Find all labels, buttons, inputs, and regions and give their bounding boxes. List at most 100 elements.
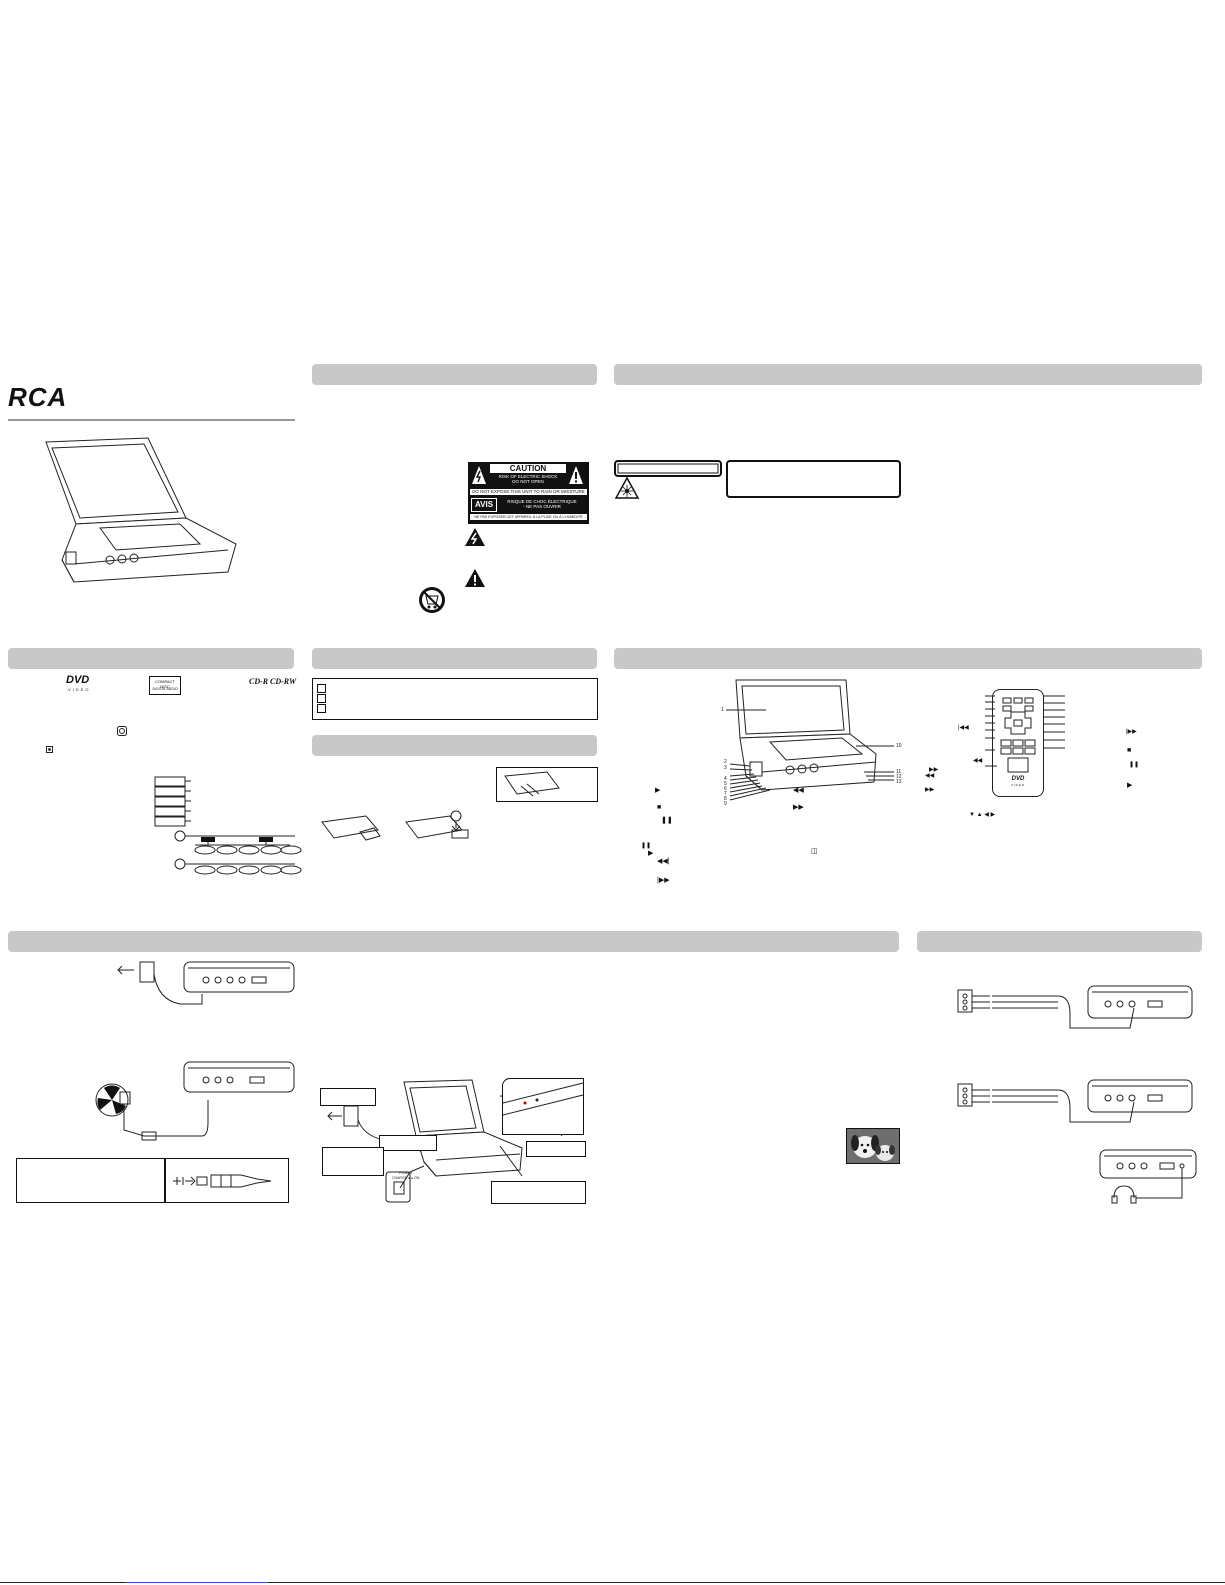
section-header-discs (8, 648, 294, 669)
laser-warning-box (726, 460, 901, 498)
logo-divider (8, 419, 295, 421)
callout-2: 2 (724, 759, 727, 765)
callout-1: 1 (721, 707, 724, 713)
remote-dvd-logo-sub: VIDEO (1010, 783, 1026, 787)
note-callout-box (491, 1181, 586, 1204)
bottom-rule (0, 1582, 1225, 1583)
remote-dvd-logo: DVD (1011, 776, 1025, 782)
play-icon-2: ▶ (648, 850, 654, 857)
charge-callout-box (526, 1141, 586, 1157)
callout-9: 9 (724, 801, 727, 807)
checkbox-2 (317, 694, 326, 703)
callout-5: 5 (724, 781, 727, 787)
forward-icon-remote: ▶▶ (929, 767, 939, 773)
led-callout-box (379, 1135, 437, 1151)
car-plug-icon (173, 1174, 272, 1188)
switch-callout-box (322, 1147, 384, 1176)
caution-line-1: RISK OF ELECTRIC SHOCK (498, 474, 558, 479)
callout-3: 3 (724, 765, 727, 771)
stop-icon: ■ (657, 804, 662, 811)
forward-icon: ▶▶ (793, 804, 804, 811)
warning-triangle-icon (465, 569, 485, 587)
lightning-triangle-icon (465, 528, 485, 546)
callout-10: 10 (896, 743, 902, 749)
lightning-triangle-icon (471, 465, 487, 485)
rewind-icon-remote: ◀◀ (973, 758, 983, 764)
player-controls-diagram (726, 679, 894, 801)
dvd-logo-sub: VIDEO (68, 687, 91, 692)
next-icon-remote: |▶▶ (1126, 729, 1137, 735)
laser-class-label (614, 460, 722, 477)
charging-diagram (327, 1079, 563, 1203)
caution-title: CAUTION (490, 464, 566, 473)
warning-triangle-icon (568, 465, 584, 485)
checkbox-3 (317, 704, 326, 713)
checkbox-1 (317, 684, 326, 693)
pause-icon-remote: ❚❚ (1129, 762, 1140, 768)
callout-6: 6 (724, 786, 727, 792)
no-cart-icon (419, 587, 445, 613)
arrow-keys-icon: ▼ ▲ ◀ ▶ (969, 812, 996, 818)
disc-format-icons (154, 776, 302, 875)
caution-label: CAUTION RISK OF ELECTRIC SHOCK DO NOT OP… (468, 462, 589, 524)
section-header-remote-battery (312, 735, 597, 756)
dvd-logo: DVD (66, 674, 90, 686)
dog-photo (846, 1128, 900, 1164)
caution-line-2: DO NOT OPEN (512, 479, 544, 484)
battery-illustration-box (496, 767, 598, 802)
callout-11: 11 (896, 769, 902, 775)
play-icon-remote: ▶ (1127, 782, 1133, 789)
prev-icon: ◀◀| (657, 858, 670, 865)
bottom-link-underline (126, 1582, 268, 1583)
remote-callout-lines (985, 695, 1065, 767)
pause-icon-2: ❚❚ (641, 843, 652, 849)
region-small-icon (46, 746, 53, 753)
avis-line-1: RISQUE DE CHOC ÉLECTRIQUE (507, 499, 577, 504)
rewind-icon: ◀◀ (793, 787, 804, 794)
callout-8: 8 (724, 796, 727, 802)
remote-battery-step-1 (321, 815, 381, 841)
accessories-checklist (312, 678, 598, 720)
headphone-icon (1111, 1185, 1137, 1204)
caution-line-3: DO NOT EXPOSE THIS UNIT TO RAIN OR MOIST… (470, 489, 587, 495)
subtitle-icon: ◫ (811, 848, 818, 855)
section-header-controls (614, 648, 1202, 669)
pause-icon: ❚❚ (661, 817, 673, 824)
avis-line-2: - NE PAS OUVRIR (523, 504, 561, 509)
ac-adapter-diagram (117, 961, 295, 1005)
rewind-icon-remote-2: ◀◀ (925, 773, 935, 779)
power-indicator-zoom (502, 1078, 584, 1135)
remote-control: DVD VIDEO (992, 689, 1044, 797)
section-header-safety (312, 364, 597, 385)
callout-4: 4 (724, 776, 727, 782)
callout-7: 7 (724, 791, 727, 797)
car-adapter-spec-table (16, 1158, 289, 1203)
section-header-accessories (312, 648, 597, 669)
car-adapter-diagram (95, 1061, 295, 1141)
power-switch-sub: CHARGE ● ● ON (392, 1176, 420, 1180)
section-header-connections (917, 931, 1202, 952)
avis-title: AVIS (471, 498, 497, 512)
prev-icon-remote: |◀◀ (958, 725, 969, 731)
laser-icon (614, 476, 640, 499)
section-header-precautions (614, 364, 1202, 385)
portable-dvd-player-illustration (45, 437, 237, 583)
section-header-power-sources (8, 931, 899, 952)
avis-line-3: NE PAS EXPOSER CET APPAREIL À LA PLUIE O… (470, 514, 587, 520)
next-icon: |▶▶ (657, 877, 670, 884)
cdr-logo: CD-R (249, 677, 269, 686)
forward-icon-remote-2: ▶▶ (925, 787, 935, 793)
cd-logo: COMPACT DISC DIGITAL AUDIO (149, 676, 181, 695)
power-switch-label: POWER (399, 1171, 413, 1175)
region-icon (117, 726, 127, 736)
stop-icon-remote: ■ (1127, 747, 1132, 754)
callout-12: 12 (896, 774, 902, 780)
cdrw-logo: CD-RW (270, 677, 297, 686)
rca-logo: RCA (8, 382, 68, 412)
tv-connection-diagram-1 (957, 985, 1193, 1029)
callout-13: 13 (896, 779, 902, 785)
remote-battery-step-2 (405, 810, 469, 839)
tv-connection-diagram-2 (957, 1079, 1193, 1123)
headphone-connection-diagram (1099, 1149, 1197, 1199)
play-icon: ▶ (655, 787, 661, 794)
